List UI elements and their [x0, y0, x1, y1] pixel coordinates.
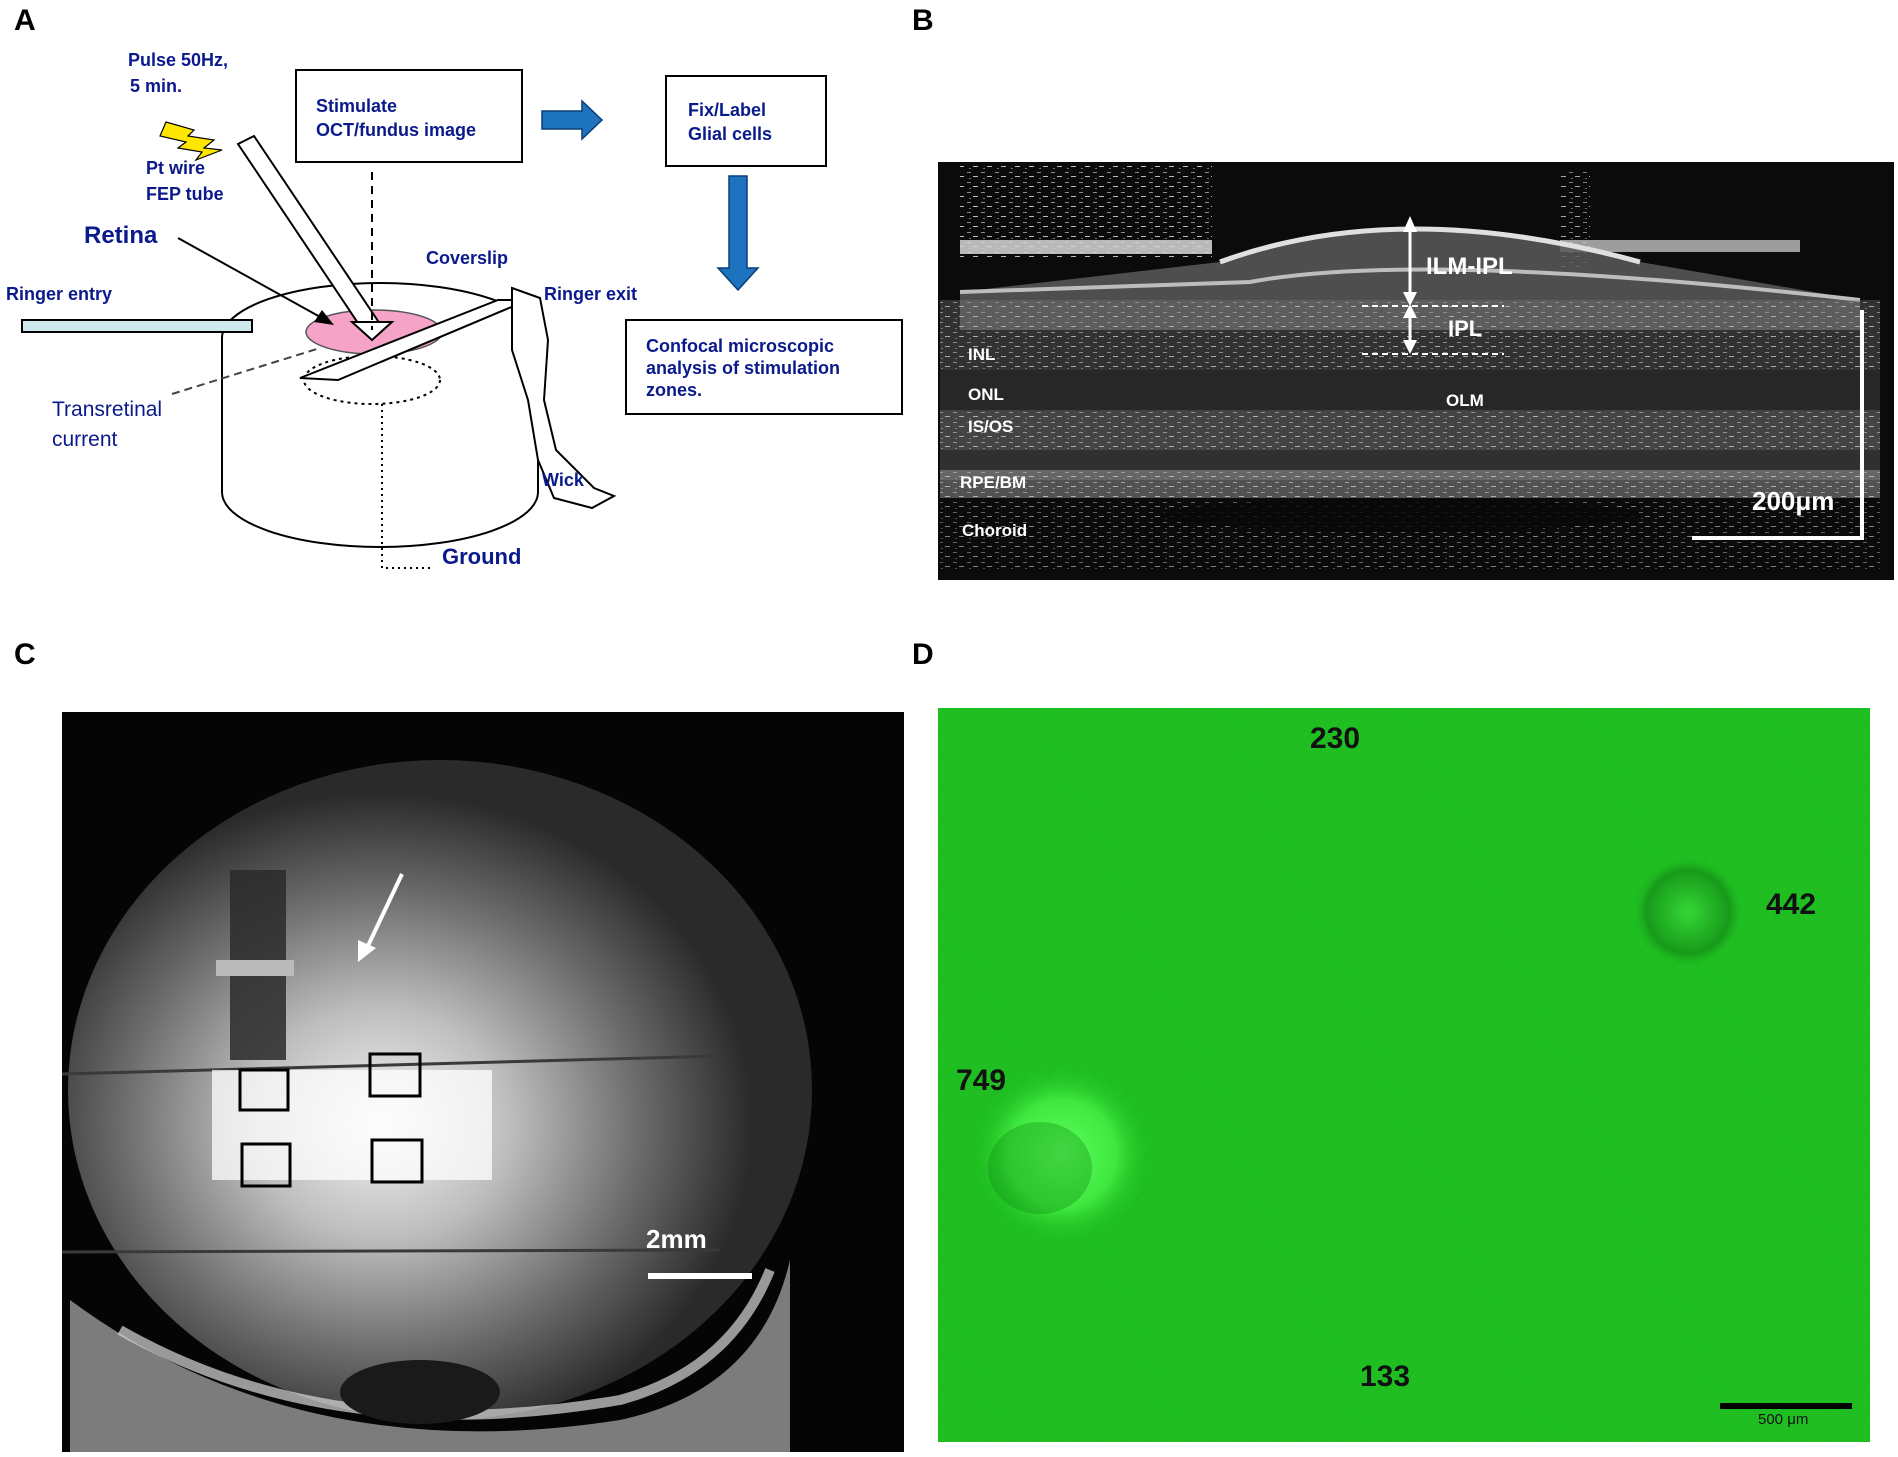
coverslip-label: Coverslip	[426, 248, 508, 268]
spot-value-230: 230	[1310, 722, 1360, 755]
oct-layer-choroid: Choroid	[962, 521, 1027, 540]
retina-arrowhead	[314, 310, 334, 325]
oct-scale-label: 200μm	[1752, 486, 1834, 516]
chamber-body	[221, 338, 539, 548]
wire-label-2: FEP tube	[146, 184, 224, 204]
stim-spot-442	[1632, 856, 1744, 968]
panel-label-b: B	[912, 4, 934, 37]
panel-label-c: C	[14, 638, 36, 671]
stim-zone-3	[240, 1142, 292, 1188]
oct-layer-olm: OLM	[1446, 391, 1484, 410]
oct-label-ipl: IPL	[1448, 316, 1482, 341]
stimulate-text-2: OCT/fundus image	[316, 120, 476, 140]
ground-electrode	[303, 355, 441, 405]
panel-label-a: A	[14, 4, 36, 37]
stim-spot-749	[972, 1064, 1152, 1244]
panel-a-schematic: Pulse 50Hz, 5 min. Pt wire FEP tube Reti…	[6, 50, 903, 569]
oct-layer-isos: IS/OS	[968, 417, 1013, 436]
ground-label: Ground	[442, 544, 521, 569]
panel-b-oct-image: INL ONL IS/OS RPE/BM Choroid OLM ILM-IPL…	[938, 162, 1894, 580]
retina-arrow	[177, 237, 323, 319]
confocal-box	[625, 319, 903, 415]
confocal-scale-label: 500 μm	[1758, 1411, 1808, 1428]
wire-tip	[349, 321, 395, 342]
wick	[511, 286, 617, 510]
stimulate-text-1: Stimulate	[316, 96, 397, 116]
oct-label-ilm-ipl: ILM-IPL	[1426, 253, 1513, 280]
oct-layer-inl: INL	[968, 345, 995, 364]
spot-value-442: 442	[1766, 888, 1816, 921]
right-arrow-icon	[541, 99, 604, 141]
pulse-label-2: 5 min.	[130, 76, 182, 96]
oct-layer-onl: ONL	[968, 385, 1004, 404]
retina-label: Retina	[84, 222, 158, 249]
ringer-entry-label: Ringer entry	[6, 284, 112, 304]
stimulate-box	[295, 69, 523, 163]
transretinal-label-2: current	[52, 428, 118, 451]
stim-zone-4	[370, 1138, 424, 1184]
ringer-exit-label: Ringer exit	[544, 284, 637, 304]
stim-zone-2	[368, 1052, 422, 1098]
stim-zone-1	[238, 1068, 290, 1112]
confocal-text-2: analysis of stimulation	[646, 358, 840, 378]
fundus-scale-label: 2mm	[646, 1224, 707, 1254]
spot-value-749: 749	[956, 1064, 1006, 1097]
fix-text-2: Glial cells	[688, 124, 772, 144]
spot-value-133: 133	[1360, 1360, 1410, 1393]
panel-c-fundus-image: 2mm	[61, 712, 904, 1452]
ringer-entry-tube	[21, 319, 253, 333]
down-arrow-icon	[716, 175, 760, 292]
panel-label-d: D	[912, 638, 934, 671]
fix-label-box	[665, 75, 827, 167]
oct-layer-rpebm: RPE/BM	[960, 473, 1026, 492]
pulse-label-1: Pulse 50Hz,	[128, 50, 228, 70]
fix-text-1: Fix/Label	[688, 100, 766, 120]
ground-lead	[381, 404, 432, 569]
transretinal-label-1: Transretinal	[52, 398, 162, 421]
white-arrow-icon	[358, 940, 376, 962]
lightning-bolt-icon	[159, 121, 223, 162]
confocal-text-3: zones.	[646, 380, 702, 400]
wick-label: Wick	[542, 470, 585, 490]
confocal-text-1: Confocal microscopic	[646, 336, 834, 356]
wire-label-1: Pt wire	[146, 158, 205, 178]
panel-d-confocal-image: 500 μm 230 442 749 133	[938, 708, 1870, 1442]
